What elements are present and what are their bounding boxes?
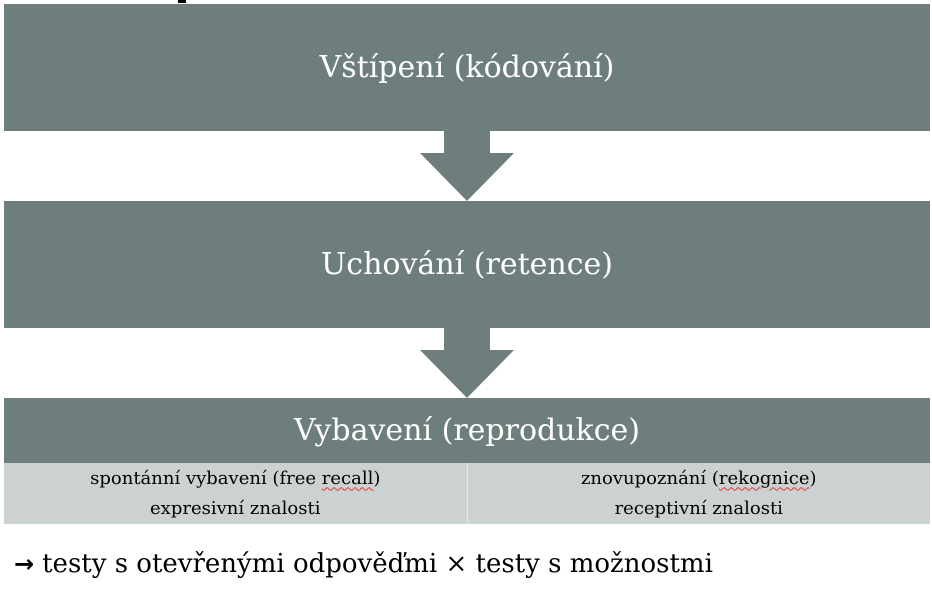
tests-note: → testy s otevřenými odpověďmi × testy s… — [14, 549, 713, 579]
receptive-knowledge-label: receptivní znalosti — [614, 497, 783, 519]
free-recall-text: spontánní vybavení (free — [90, 467, 322, 489]
free-recall-close: ) — [373, 467, 381, 489]
recognition-text: znovupoznání ( — [580, 467, 719, 489]
down-arrow-icon — [420, 131, 514, 201]
recognition-label: znovupoznání (rekognice) — [581, 464, 817, 494]
stage-retention: Uchování (retence) — [4, 201, 930, 328]
tests-note-text: testy s otevřenými odpověďmi × testy s m… — [42, 549, 713, 579]
slide-edge-mark — [178, 0, 186, 3]
stage-encoding-label: Vštípení (kódování) — [319, 50, 615, 85]
free-recall-label: spontánní vybavení (free recall) — [90, 464, 380, 494]
expressive-knowledge-label: expresivní znalosti — [150, 497, 321, 519]
down-arrow-icon — [420, 328, 514, 398]
stage-retention-label: Uchování (retence) — [321, 247, 613, 282]
recognition-close: ) — [809, 467, 817, 489]
right-arrow-icon: → — [14, 550, 35, 578]
recognition-term: rekognice — [718, 467, 810, 489]
recall-types-table: spontánní vybavení (free recall) expresi… — [4, 463, 930, 524]
stage-recall-label: Vybavení (reprodukce) — [293, 413, 640, 448]
recall-type-recognition: znovupoznání (rekognice) receptivní znal… — [466, 463, 931, 524]
stage-recall: Vybavení (reprodukce) — [4, 398, 930, 463]
stage-encoding: Vštípení (kódování) — [4, 4, 930, 131]
free-recall-term: recall — [321, 467, 374, 489]
recall-type-free: spontánní vybavení (free recall) expresi… — [4, 463, 467, 524]
